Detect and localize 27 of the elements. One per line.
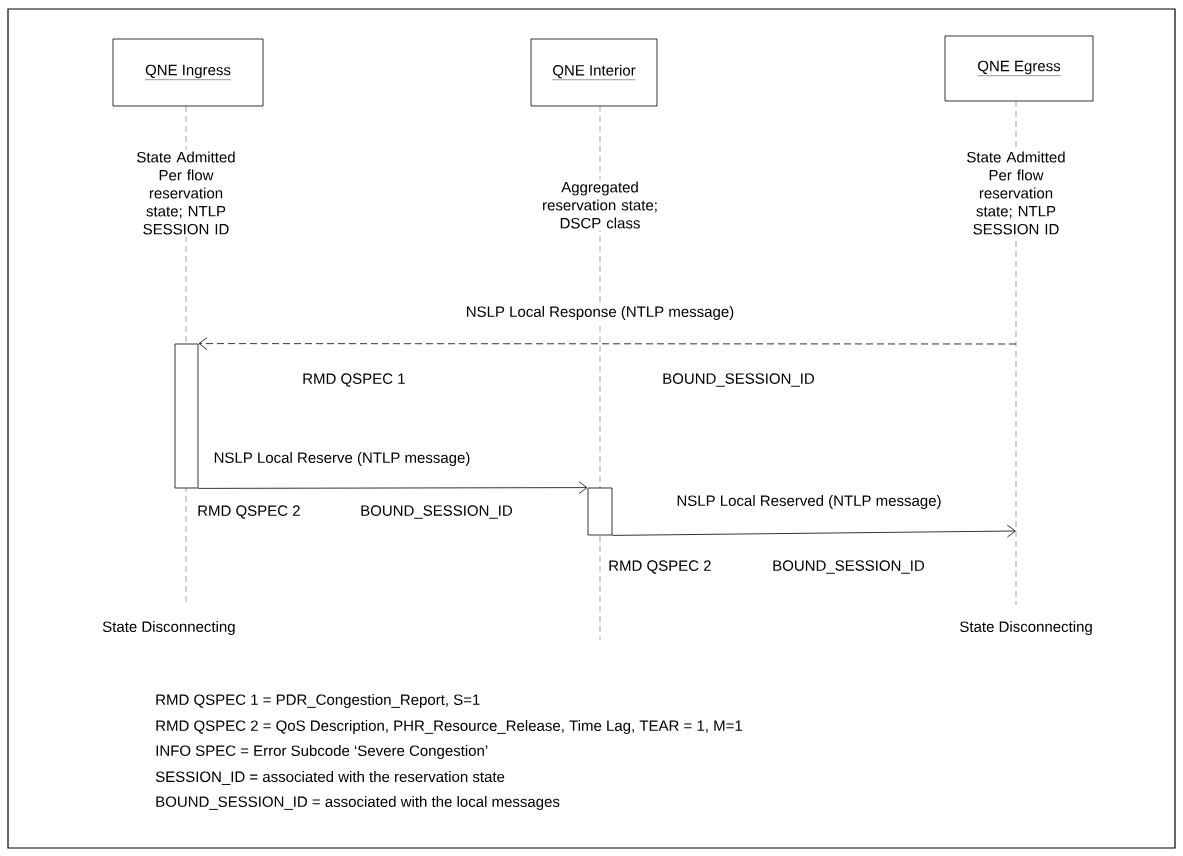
note: RMD QSPEC 2 = QoS Description, PHR_Resource_Release, Time Lag, TEAR = 1, M=1 (153, 718, 745, 736)
lifeline-head-box: QNE Ingress (112, 38, 264, 107)
arrow (612, 524, 1016, 538)
label: RMD QSPEC 2 (195, 503, 303, 521)
activation-bar (174, 343, 199, 489)
note: BOUND_SESSION_ID = associated with the local messages (153, 794, 562, 812)
lifeline-head-box: QNE Egress (944, 35, 1094, 102)
label: BOUND_SESSION_ID (770, 558, 927, 576)
activation-bar (587, 487, 613, 536)
edge-label: NSLP Local Reserved (NTLP message) (674, 493, 944, 511)
state-label: State Admitted Per flow reservation state; NTLP SESSION ID (121, 149, 251, 237)
label: State Disconnecting (100, 619, 238, 637)
state-label: State Admitted Per flow reservation state; NTLP SESSION ID (951, 149, 1081, 237)
note: RMD QSPEC 1 = PDR_Congestion_Report, S=1 (153, 692, 483, 710)
note: INFO SPEC = Error Subcode ‘Severe Congestion’ (153, 743, 491, 761)
label: RMD QSPEC 1 (300, 371, 408, 389)
state-label: Aggregated reservation state; DSCP class (535, 179, 665, 231)
label: RMD QSPEC 2 (606, 558, 714, 576)
label: State Disconnecting (957, 619, 1095, 637)
label: BOUND_SESSION_ID (358, 503, 515, 521)
edge-label: NSLP Local Reserve (NTLP message) (211, 450, 473, 468)
arrow (198, 481, 588, 494)
edge-label: NSLP Local Response (NTLP message) (463, 304, 737, 322)
label: BOUND_SESSION_ID (660, 371, 817, 389)
note: SESSION_ID = associated with the reservation state (153, 769, 507, 787)
arrow (198, 337, 1017, 350)
lifeline-head-box: QNE Interior (530, 38, 658, 107)
